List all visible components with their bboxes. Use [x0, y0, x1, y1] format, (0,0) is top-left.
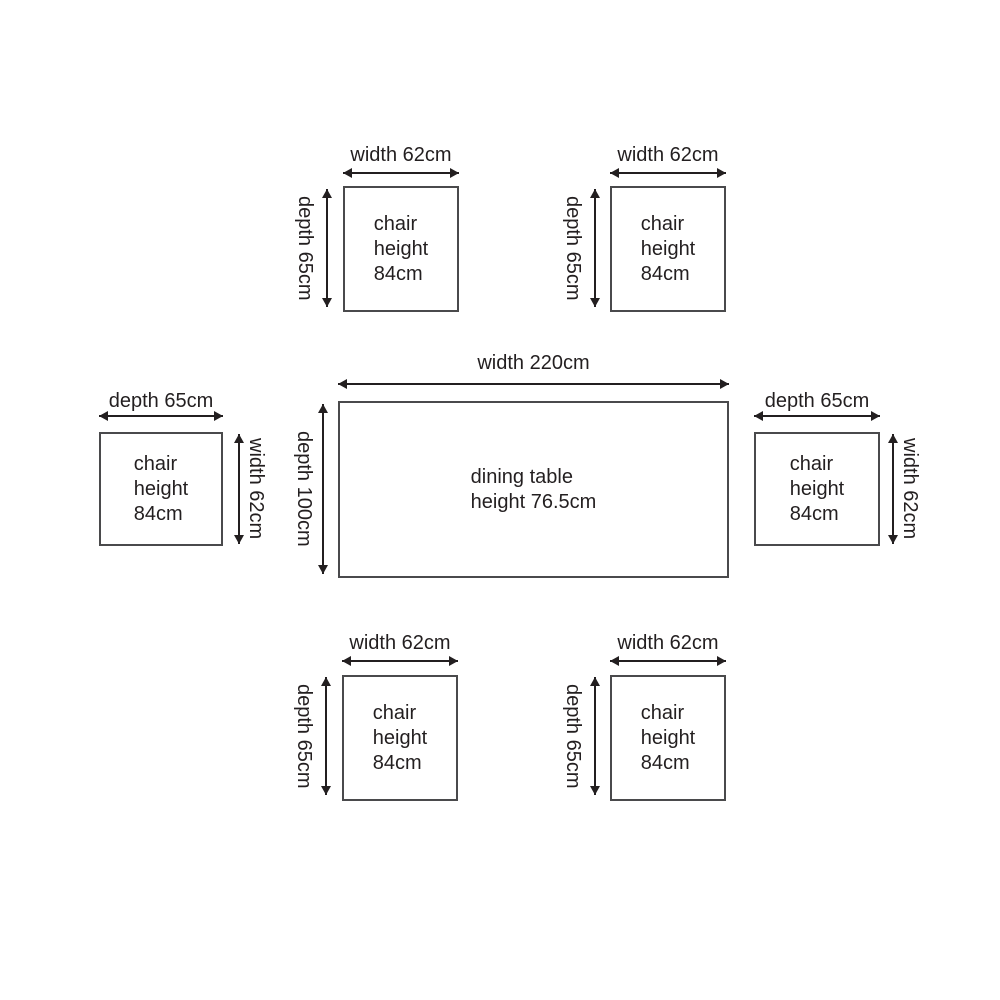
chair-label: chair height 84cm [133, 452, 189, 525]
chair-box: chair height 84cm [610, 186, 726, 312]
chair-width-arrow [888, 434, 898, 544]
chair-width-label: width 62cm [899, 438, 921, 540]
dining-table-label: dining table height 76.5cm [470, 465, 597, 513]
table-width-label: width 220cm [477, 352, 590, 374]
chair-width-label: width 62cm [349, 632, 451, 654]
table-width-arrow [338, 379, 729, 389]
chair-depth-label: depth 65cm [562, 195, 584, 301]
chair-depth-label: depth 65cm [294, 195, 316, 301]
chair-box: chair height 84cm [99, 432, 223, 546]
dining-table-box: dining table height 76.5cm [338, 401, 729, 578]
chair-width-label: width 62cm [245, 438, 267, 540]
table-depth-arrow [318, 404, 328, 574]
chair-depth-label: depth 65cm [293, 683, 315, 789]
chair-label: chair height 84cm [640, 212, 696, 285]
chair-depth-arrow [590, 189, 600, 307]
chair-box: chair height 84cm [342, 675, 458, 801]
chair-depth-label: depth 65cm [764, 390, 870, 412]
chair-width-arrow [342, 656, 458, 666]
chair-label: chair height 84cm [789, 452, 845, 525]
chair-depth-arrow [321, 677, 331, 795]
chair-depth-label: depth 65cm [562, 683, 584, 789]
chair-width-arrow [610, 656, 726, 666]
chair-width-label: width 62cm [617, 632, 719, 654]
chair-width-arrow [610, 168, 726, 178]
chair-width-label: width 62cm [617, 144, 719, 166]
table-depth-label: depth 100cm [293, 431, 315, 547]
chair-box: chair height 84cm [343, 186, 459, 312]
chair-width-label: width 62cm [350, 144, 452, 166]
chair-label: chair height 84cm [640, 701, 696, 774]
chair-width-arrow [234, 434, 244, 544]
chair-box: chair height 84cm [610, 675, 726, 801]
chair-label: chair height 84cm [373, 212, 429, 285]
chair-depth-arrow [590, 677, 600, 795]
chair-depth-arrow [322, 189, 332, 307]
chair-label: chair height 84cm [372, 701, 428, 774]
chair-depth-label: depth 65cm [108, 390, 214, 412]
chair-depth-arrow [754, 411, 880, 421]
chair-box: chair height 84cm [754, 432, 880, 546]
chair-depth-arrow [99, 411, 223, 421]
chair-width-arrow [343, 168, 459, 178]
